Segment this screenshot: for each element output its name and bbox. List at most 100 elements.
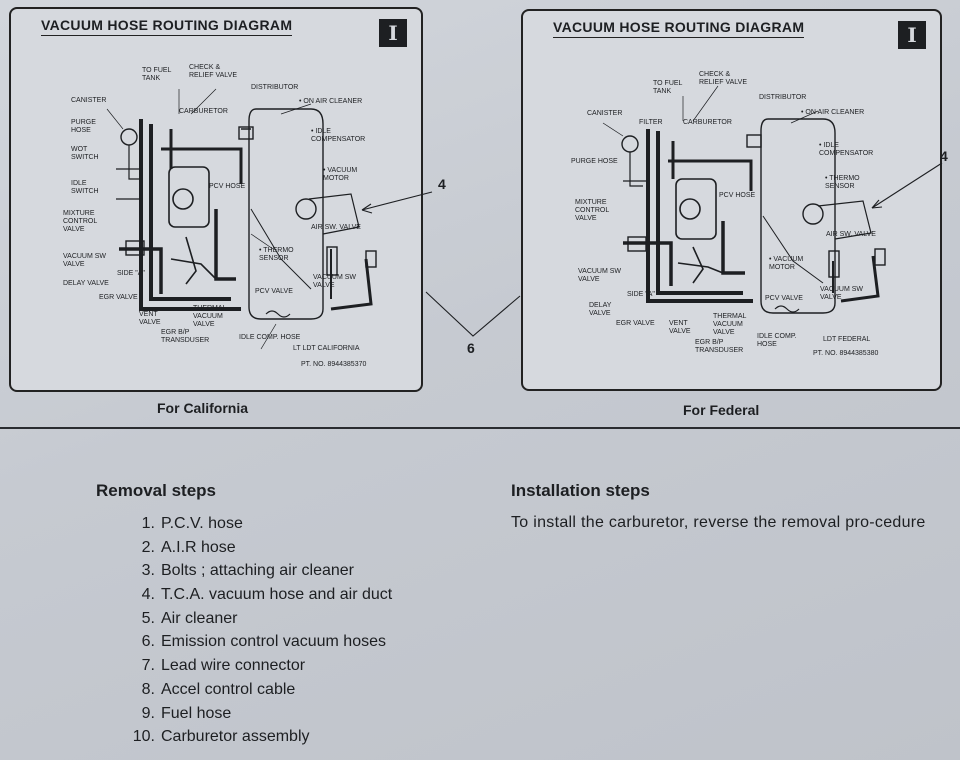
diagram-label: PCV VALVE [765,295,803,302]
diagram-label: TO FUEL TANK [653,80,683,95]
diagram-label: PURGE HOSE [571,158,618,165]
diagram-label: IDLE SWITCH [71,180,99,195]
step-number: 6. [141,633,155,651]
diagram-title: VACUUM HOSE ROUTING DIAGRAM [553,19,805,38]
diagram-label: CARBURETOR [179,108,228,115]
diagram-label: AIR SW. VALVE [826,231,876,238]
callout-lines [361,162,943,337]
diagram-label: EGR B/P TRANSDUSER [161,329,210,344]
diagram-label: • ON AIR CLEANER [299,98,363,105]
diagram-label: VACUUM SW VALVE [313,274,357,289]
diagram-label: IDLE COMP. HOSE [239,334,301,341]
diagram-label: • VACUUM MOTOR [769,256,804,271]
diagram-label: EGR VALVE [616,320,655,327]
diagram-label: IDLE COMP. HOSE [757,333,797,348]
installation-steps-title: Installation steps [511,481,650,500]
list-item: 10. Carburetor assembly [115,725,392,749]
step-number: 9. [141,704,155,722]
diagram-label: • IDLE COMPENSATOR [311,128,366,143]
diagram-label: CARBURETOR [683,119,732,126]
diagram-panel-california: VACUUM HOSE ROUTING DIAGRAM I [9,7,423,392]
diagram-label: DELAY VALVE [63,280,109,287]
diagram-caption-california: For California [157,400,249,416]
diagram-label: PURGE HOSE [71,119,96,134]
removal-steps-title: Removal steps [96,481,216,500]
list-item: 3. Bolts ; attaching air cleaner [115,559,392,583]
diagram-label: CANISTER [71,97,107,104]
list-item: 2. A.I.R hose [115,536,392,560]
step-text: A.I.R hose [161,538,236,556]
diagram-label: PT. NO. 8944385370 [301,361,367,368]
diagram-label: DISTRIBUTOR [251,84,299,91]
installation-text: To install the carburetor, reverse the r… [511,514,926,531]
diagram-label: WOT SWITCH [71,146,99,161]
callout-number: 4 [940,148,948,164]
diagram-label: PT. NO. 8944385380 [813,350,879,357]
diagram-label: • VACUUM MOTOR [323,167,358,182]
diagram-title: VACUUM HOSE ROUTING DIAGRAM [41,17,293,36]
isuzu-logo-icon: I [379,19,407,47]
list-item: 1. P.C.V. hose [115,512,392,536]
diagram-label: • IDLE COMPENSATOR [819,142,874,157]
diagram-label: VENT VALVE [139,311,161,326]
diagram-label: PCV VALVE [255,288,293,295]
diagram-label: THERMAL VACUUM VALVE [193,305,227,328]
diagram-label: PCV HOSE [209,183,246,190]
diagram-label: EGR B/P TRANSDUSER [695,339,744,354]
step-text: P.C.V. hose [161,515,243,532]
diagram-label: SIDE "A" [627,291,655,298]
diagram-label: FILTER [639,119,663,126]
diagram-panel-federal: VACUUM HOSE ROUTING DIAGRAM I [521,9,942,391]
diagram-label: • THERMO SENSOR [825,175,860,190]
diagram-label: THERMAL VACUUM VALVE [713,313,747,336]
diagram-label: VENT VALVE [669,320,691,335]
diagram-label: DELAY VALVE [589,302,612,317]
callout-number: 6 [467,340,475,356]
diagram-label: • ON AIR CLEANER [801,109,865,116]
isuzu-logo-icon: I [898,21,926,49]
step-text: Emission control vacuum hoses [161,633,386,651]
diagram-label: DISTRIBUTOR [759,94,807,101]
step-number: 2. [141,538,155,556]
step-number: 10. [132,728,155,746]
step-number: 5. [141,609,155,627]
step-text: Accel control cable [161,680,296,698]
diagram-label: CHECK & RELIEF VALVE [189,64,237,79]
diagram-label: LT LDT CALIFORNIA [293,345,360,352]
step-number: 7. [141,657,155,675]
diagram-label: TO FUEL TANK [142,67,172,82]
list-item: 9. Fuel hose [115,702,392,726]
callout-number: 4 [438,176,446,192]
step-number: 8. [141,680,155,698]
list-item: 6. Emission control vacuum hoses [115,630,392,654]
step-number: 4. [141,586,155,604]
list-item: 8. Accel control cable [115,678,392,702]
diagram-label: • THERMO SENSOR [259,247,294,262]
step-text: Air cleaner [161,609,238,627]
diagram-label: LDT FEDERAL [823,336,871,343]
removal-steps-list: 1. P.C.V. hose 2. A.I.R hose 3. Bolts ; att… [115,512,392,749]
diagram-label: VACUUM SW VALVE [578,268,622,283]
diagram-label: MIXTURE CONTROL VALVE [575,199,610,222]
diagram-label: MIXTURE CONTROL VALVE [63,210,98,233]
step-text: Carburetor assembly [161,728,310,746]
hose-diagram-california [106,88,377,350]
list-item: 7. Lead wire connector [115,654,392,678]
diagram-label: SIDE "A" [117,270,145,277]
diagram-label: EGR VALVE [99,294,138,301]
step-text: Fuel hose [161,704,232,722]
diagram-label: VACUUM SW VALVE [63,253,107,268]
step-number: 3. [141,562,155,580]
step-text: T.C.A. vacuum hose and air duct [161,586,393,604]
diagram-label: PCV HOSE [719,192,756,199]
list-item: 4. T.C.A. vacuum hose and air duct [115,583,393,607]
list-item: 5. Air cleaner [115,607,392,631]
diagram-label: CHECK & RELIEF VALVE [699,71,747,86]
diagram-label: CANISTER [587,110,623,117]
diagram-label: AIR SW. VALVE [311,224,361,231]
diagram-label: VACUUM SW VALVE [820,286,864,301]
step-text: Lead wire connector [161,657,306,675]
step-text: Bolts ; attaching air cleaner [161,562,354,580]
step-number: 1. [141,515,155,532]
diagram-caption-federal: For Federal [683,402,760,418]
